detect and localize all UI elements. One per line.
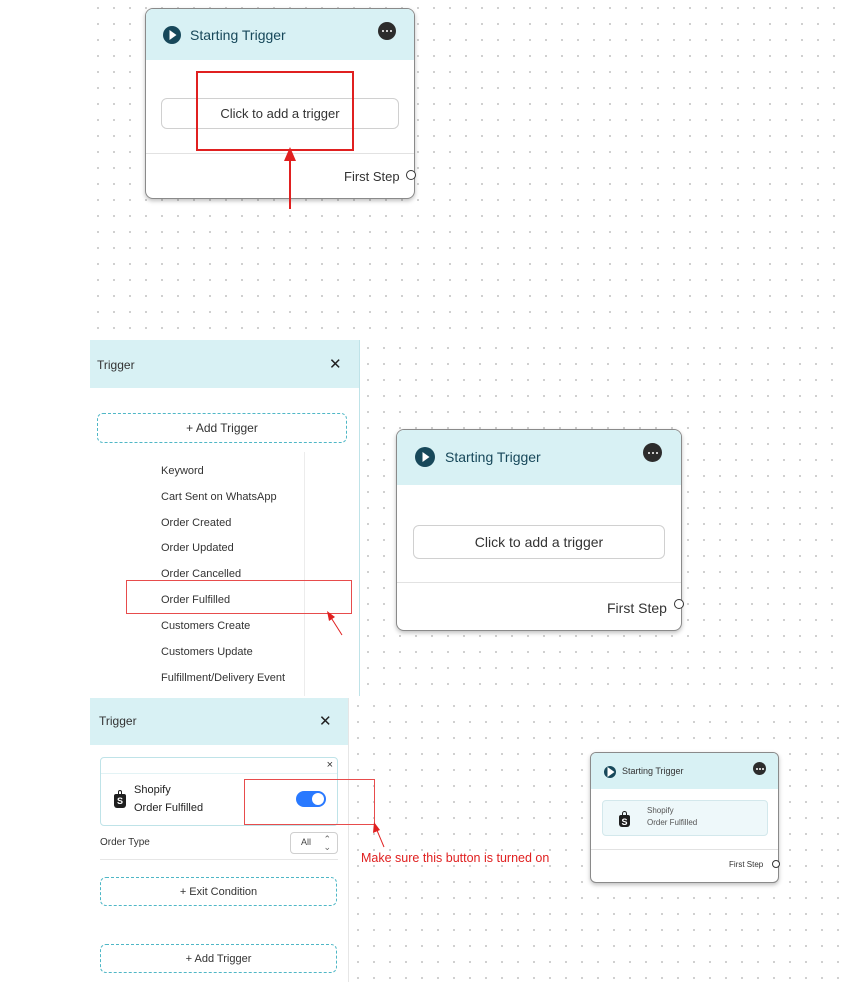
select-arrows-icon: ⌃⌄ bbox=[323, 834, 331, 852]
panel-header bbox=[90, 698, 348, 745]
selected-trigger[interactable]: Shopify Order Fulfilled bbox=[602, 800, 768, 836]
more-options-icon[interactable] bbox=[378, 22, 396, 40]
panel-title: Trigger bbox=[99, 714, 137, 728]
panel-title: Trigger bbox=[97, 358, 135, 372]
toggle-knob bbox=[312, 793, 324, 805]
first-step-label: First Step bbox=[344, 169, 400, 184]
trigger-card: × Shopify Order Fulfilled bbox=[100, 757, 338, 826]
node-divider bbox=[591, 849, 778, 850]
highlight-add-trigger bbox=[196, 71, 354, 151]
highlight-toggle bbox=[244, 779, 375, 825]
menu-item-order-updated[interactable]: Order Updated bbox=[161, 542, 234, 554]
annotation-arrow-menu bbox=[327, 611, 343, 636]
node-divider bbox=[146, 153, 414, 154]
add-trigger-button[interactable]: Click to add a trigger bbox=[413, 525, 665, 559]
menu-item-cart-sent[interactable]: Cart Sent on WhatsApp bbox=[161, 491, 277, 503]
menu-item-order-fulfilled[interactable]: Order Fulfilled bbox=[161, 594, 231, 606]
trigger-panel: Trigger ✕ + Add Trigger bbox=[90, 340, 360, 696]
add-trigger-button[interactable]: + Add Trigger bbox=[97, 413, 347, 443]
trigger-source: Shopify bbox=[134, 784, 171, 796]
panel-header bbox=[90, 340, 359, 388]
menu-item-order-cancelled[interactable]: Order Cancelled bbox=[161, 568, 242, 580]
more-options-icon[interactable] bbox=[753, 762, 766, 775]
node-header bbox=[146, 9, 414, 60]
highlight-order-fulfilled bbox=[126, 580, 352, 614]
annotation-arrow-toggle bbox=[373, 822, 385, 848]
node-title: Starting Trigger bbox=[190, 27, 286, 43]
order-type-label: Order Type bbox=[100, 837, 150, 848]
menu-item-keyword[interactable]: Keyword bbox=[161, 465, 204, 477]
trigger-event: Order Fulfilled bbox=[647, 818, 698, 827]
close-icon[interactable]: ✕ bbox=[329, 356, 342, 373]
more-options-icon[interactable] bbox=[643, 443, 662, 462]
menu-item-fulfillment-event[interactable]: Fulfillment/Delivery Event bbox=[161, 672, 286, 684]
add-trigger-button[interactable]: + Add Trigger bbox=[100, 944, 337, 973]
annotation-arrow-up bbox=[284, 147, 296, 209]
node-header bbox=[591, 753, 778, 789]
node-title: Starting Trigger bbox=[622, 766, 684, 776]
trigger-event: Order Fulfilled bbox=[134, 802, 204, 814]
first-step-port[interactable] bbox=[772, 860, 780, 868]
trigger-config-panel: Trigger ✕ × Shopify Order Fulfilled Orde… bbox=[90, 698, 349, 982]
shopify-icon bbox=[114, 790, 126, 808]
starting-trigger-node-middle[interactable]: Starting Trigger Click to add a trigger … bbox=[396, 429, 684, 631]
first-step-port[interactable] bbox=[406, 170, 416, 180]
trigger-source: Shopify bbox=[647, 806, 674, 815]
play-icon bbox=[415, 447, 435, 467]
add-trigger-button[interactable]: Click to add a trigger bbox=[161, 98, 399, 129]
card-divider bbox=[101, 773, 337, 774]
node-title: Starting Trigger bbox=[445, 449, 541, 465]
node-header bbox=[397, 430, 681, 485]
menu-item-order-created[interactable]: Order Created bbox=[161, 517, 232, 529]
menu-item-customers-create[interactable]: Customers Create bbox=[161, 620, 251, 632]
first-step-label: First Step bbox=[607, 600, 667, 616]
starting-trigger-node-top[interactable]: .node .play::after{border-width:5px 0 5p… bbox=[145, 8, 416, 199]
trigger-menu bbox=[142, 452, 305, 696]
first-step-label: First Step bbox=[729, 860, 764, 869]
order-type-value: All bbox=[301, 837, 312, 847]
close-icon[interactable]: ✕ bbox=[319, 713, 332, 730]
starting-trigger-node-small[interactable]: Starting Trigger Shopify Order Fulfilled… bbox=[590, 752, 780, 883]
enable-toggle[interactable] bbox=[296, 791, 326, 807]
first-step-port[interactable] bbox=[674, 599, 684, 609]
play-icon bbox=[163, 26, 181, 44]
annotation-note: Make sure this button is turned on bbox=[361, 851, 550, 865]
play-icon bbox=[604, 766, 616, 778]
exit-condition-button[interactable]: + Exit Condition bbox=[100, 877, 337, 906]
card-close-icon[interactable]: × bbox=[326, 759, 333, 771]
shopify-icon bbox=[619, 811, 630, 827]
menu-item-customers-update[interactable]: Customers Update bbox=[161, 646, 253, 658]
node-divider bbox=[397, 582, 681, 583]
order-type-select[interactable]: All ⌃⌄ bbox=[290, 832, 338, 854]
order-type-divider bbox=[100, 859, 338, 860]
